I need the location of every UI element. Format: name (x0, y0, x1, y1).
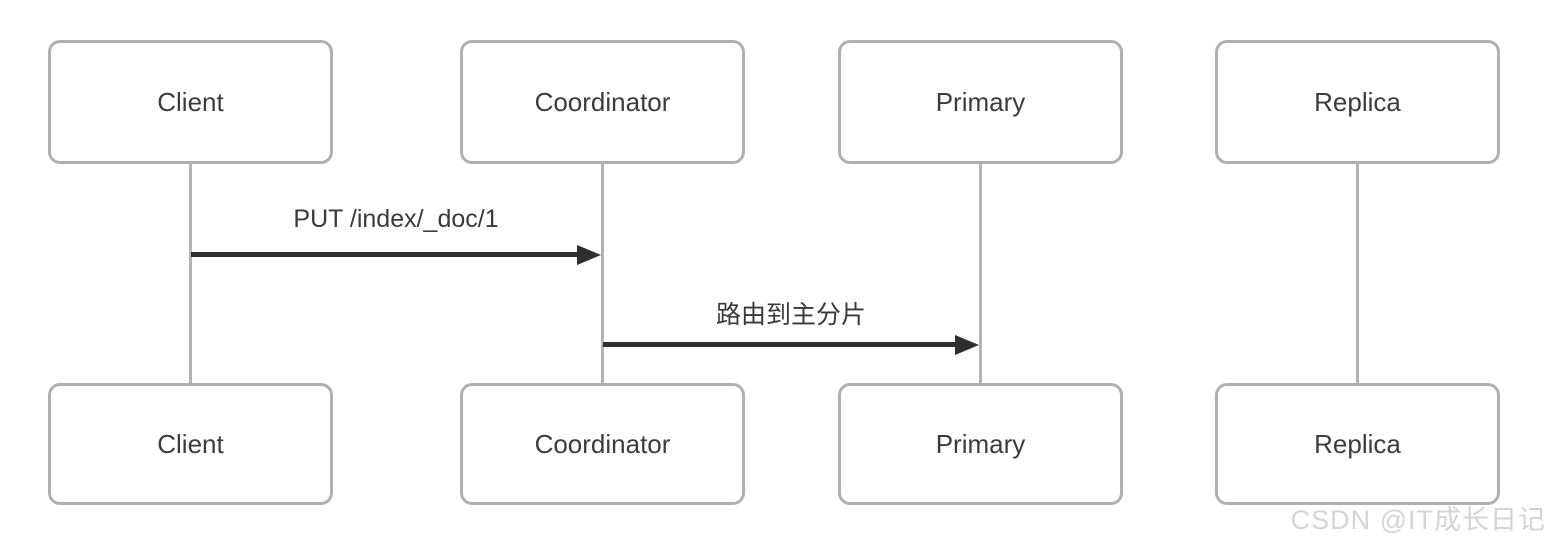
actor-label: Client (157, 86, 224, 117)
actor-label: Primary (935, 428, 1026, 459)
actor-box-coordinator-bottom: Coordinator (460, 383, 745, 505)
actor-box-replica-top: Replica (1215, 40, 1500, 164)
lifeline-primary (979, 163, 982, 384)
actor-label: Coordinator (534, 86, 671, 117)
message-arrow-line-coordinator-to-primary (603, 342, 957, 347)
actor-label: Client (157, 428, 224, 459)
lifeline-replica (1356, 163, 1359, 384)
actor-box-coordinator-top: Coordinator (460, 40, 745, 164)
actor-box-replica-bottom: Replica (1215, 383, 1500, 505)
message-arrowhead-coordinator-to-primary-icon (955, 335, 979, 355)
lifeline-client (189, 163, 192, 384)
message-arrowhead-client-to-coordinator-icon (577, 245, 601, 265)
actor-box-primary-bottom: Primary (838, 383, 1123, 505)
watermark-text: CSDN @IT成长日记 (1290, 505, 1546, 535)
actor-box-client-top: Client (48, 40, 333, 164)
lifeline-coordinator (601, 163, 604, 384)
message-label-route-to-primary-shard: 路由到主分片 (715, 301, 866, 329)
actor-box-client-bottom: Client (48, 383, 333, 505)
actor-box-primary-top: Primary (838, 40, 1123, 164)
actor-label: Primary (935, 86, 1026, 117)
actor-label: Coordinator (534, 428, 671, 459)
actor-label: Replica (1314, 86, 1401, 117)
message-label-put-index-doc: PUT /index/_doc/1 (293, 205, 499, 233)
message-arrow-line-client-to-coordinator (191, 252, 579, 257)
actor-label: Replica (1314, 428, 1401, 459)
